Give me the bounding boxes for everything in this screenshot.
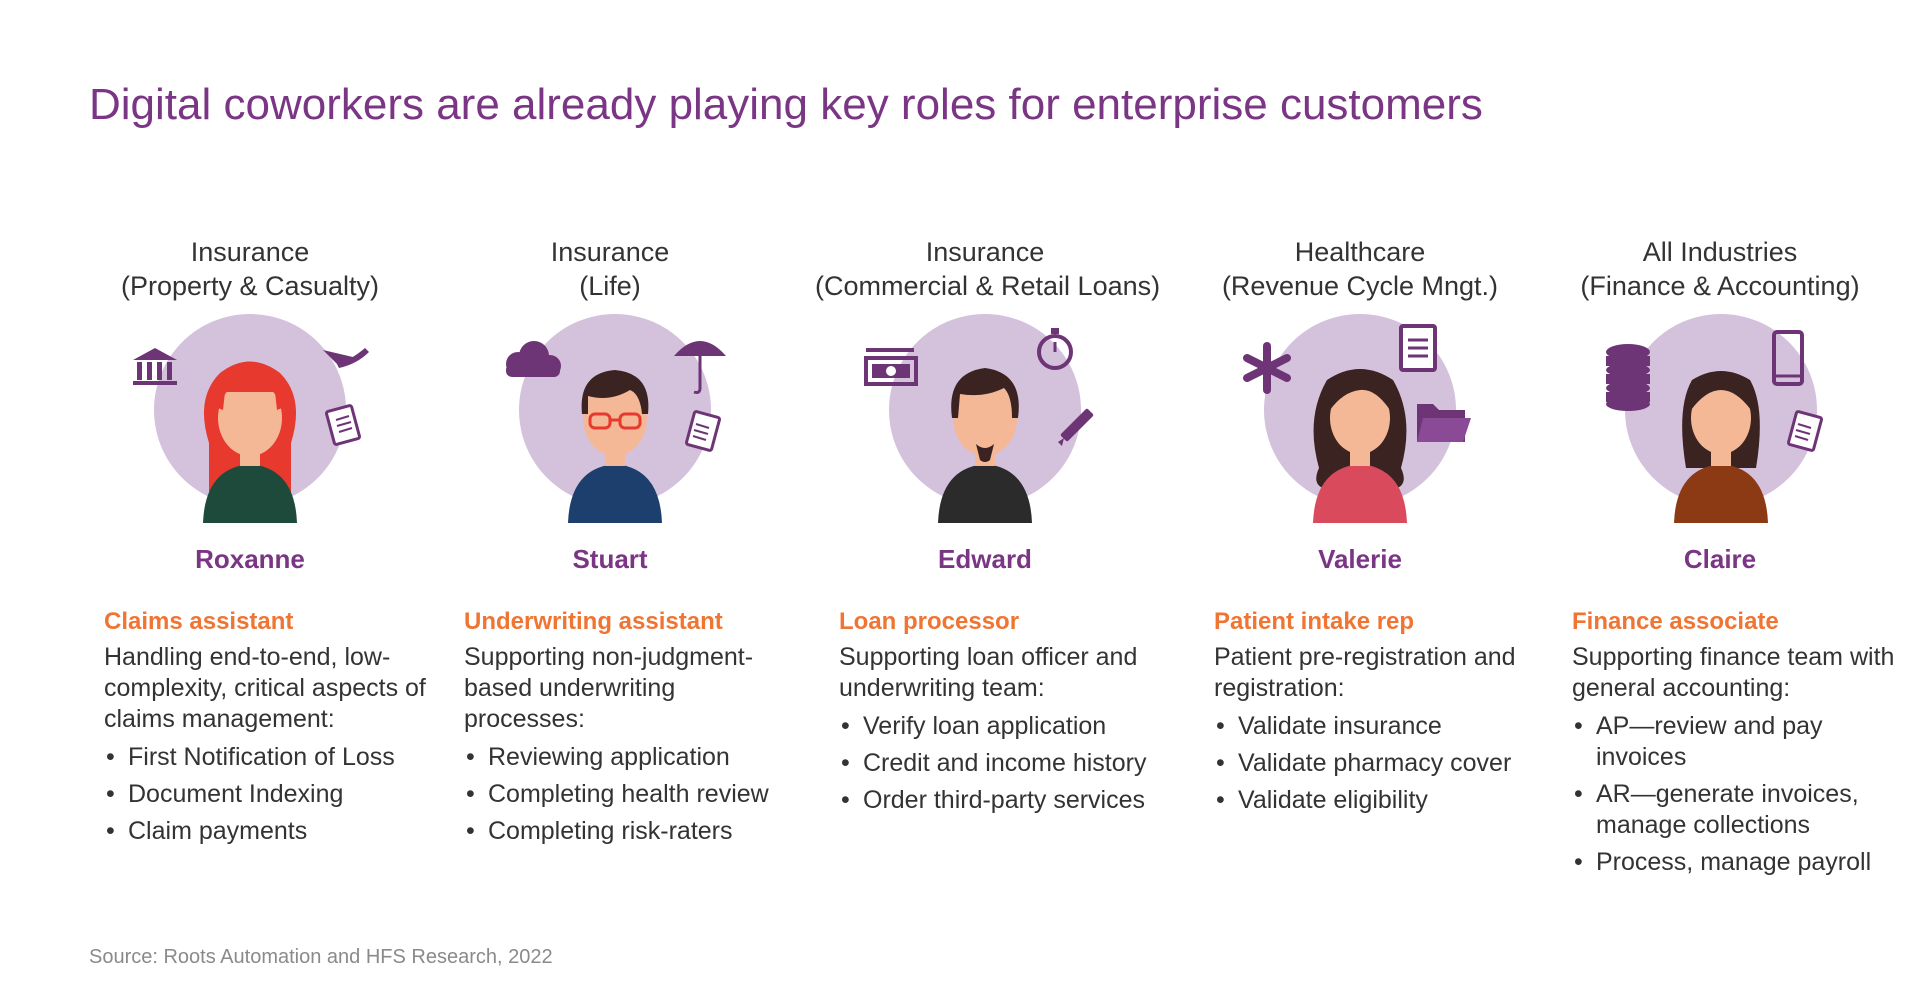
- cloud-icon: [506, 341, 561, 377]
- task-list: Reviewing application Completing health …: [464, 742, 794, 847]
- coworker-role: Loan processor: [839, 608, 1020, 635]
- role-description: Patient pre-registration and registratio…: [1214, 643, 1516, 702]
- task-item: Verify loan application: [839, 711, 1169, 742]
- coworker-role: Patient intake rep: [1214, 608, 1415, 635]
- bank-icon: [133, 348, 177, 385]
- task-item: First Notification of Loss: [104, 742, 434, 773]
- task-item: Completing health review: [464, 779, 794, 810]
- task-item: Validate insurance: [1214, 711, 1544, 742]
- industry-label: All Industries (Finance & Accounting): [1580, 237, 1860, 301]
- coworker-card-claire: All Industries (Finance & Accounting): [1550, 0, 1894, 1002]
- task-item: Process, manage payroll: [1572, 847, 1902, 878]
- task-list: AP—review and pay invoices AR—generate i…: [1572, 711, 1902, 878]
- document-icon: [684, 410, 722, 452]
- page-title: Digital coworkers are already playing ke…: [89, 80, 1483, 129]
- source-note: Source: Roots Automation and HFS Researc…: [89, 946, 553, 968]
- task-item: AR—generate invoices, manage collections: [1572, 779, 1902, 841]
- coworker-role: Finance associate: [1572, 608, 1779, 635]
- database-icon: [1606, 344, 1650, 411]
- task-item: AP—review and pay invoices: [1572, 711, 1902, 773]
- coworker-name: Claire: [1683, 544, 1757, 574]
- valerie-avatar: [1243, 314, 1471, 523]
- role-description: Supporting non-judgment-based underwriti…: [464, 643, 754, 733]
- industry-label: Healthcare (Revenue Cycle Mngt.): [1221, 237, 1499, 301]
- coworker-card-valerie: Healthcare (Revenue Cycle Mngt.) Valerie…: [1190, 0, 1530, 1002]
- coworker-role: Underwriting assistant: [464, 608, 723, 635]
- document-icon: [324, 404, 362, 446]
- task-list: Validate insurance Validate pharmacy cov…: [1214, 711, 1544, 816]
- coworker-role: Claims assistant: [104, 608, 294, 635]
- coworker-name: Roxanne: [195, 544, 305, 574]
- task-item: Completing risk-raters: [464, 816, 794, 847]
- umbrella-icon: [674, 341, 726, 394]
- stuart-avatar: [506, 314, 726, 523]
- coworker-card-roxanne: Insurance (Property & Casualty) Roxanne …: [80, 0, 426, 1002]
- coworker-name: Valerie: [1318, 544, 1402, 574]
- role-description: Handling end-to-end, low-complexity, cri…: [104, 643, 426, 733]
- task-item: Order third-party services: [839, 785, 1169, 816]
- role-description: Supporting finance team with general acc…: [1572, 643, 1895, 702]
- roxanne-avatar: [133, 314, 369, 523]
- document-icon: [1786, 410, 1824, 452]
- industry-label: Insurance (Commercial & Retail Loans): [815, 237, 1161, 301]
- task-item: Reviewing application: [464, 742, 794, 773]
- industry-label: Insurance (Life): [550, 237, 670, 301]
- industry-label: Insurance (Property & Casualty): [120, 237, 380, 301]
- role-description-block: Supporting loan officer and underwriting…: [839, 642, 1169, 822]
- asterisk-icon: [1243, 342, 1291, 394]
- document-icon: [1399, 324, 1437, 372]
- stopwatch-icon: [1037, 328, 1073, 370]
- role-description-block: Patient pre-registration and registratio…: [1214, 642, 1544, 822]
- task-item: Validate pharmacy cover: [1214, 748, 1544, 779]
- task-list: Verify loan application Credit and incom…: [839, 711, 1169, 816]
- pen-icon: [1058, 408, 1094, 446]
- role-description-block: Handling end-to-end, low-complexity, cri…: [104, 642, 434, 853]
- role-description-block: Supporting finance team with general acc…: [1572, 642, 1902, 884]
- coworker-name: Stuart: [572, 544, 648, 574]
- task-item: Validate eligibility: [1214, 785, 1544, 816]
- folder-icon: [1417, 404, 1471, 442]
- paper-plane-icon: [323, 348, 369, 368]
- phone-icon: [1772, 330, 1804, 386]
- coworker-card-edward: Insurance (Commercial & Retail Loans) Ed…: [815, 0, 1161, 1002]
- edward-avatar: [864, 314, 1094, 523]
- task-item: Credit and income history: [839, 748, 1169, 779]
- task-item: Claim payments: [104, 816, 434, 847]
- money-icon: [864, 348, 918, 386]
- task-item: Document Indexing: [104, 779, 434, 810]
- role-description-block: Supporting non-judgment-based underwriti…: [464, 642, 794, 853]
- coworker-name: Edward: [938, 544, 1032, 574]
- claire-avatar: [1606, 314, 1824, 523]
- role-description: Supporting loan officer and underwriting…: [839, 643, 1138, 702]
- coworker-card-stuart: Insurance (Life) Stuart Underwriti: [440, 0, 780, 1002]
- task-list: First Notification of Loss Document Inde…: [104, 742, 434, 847]
